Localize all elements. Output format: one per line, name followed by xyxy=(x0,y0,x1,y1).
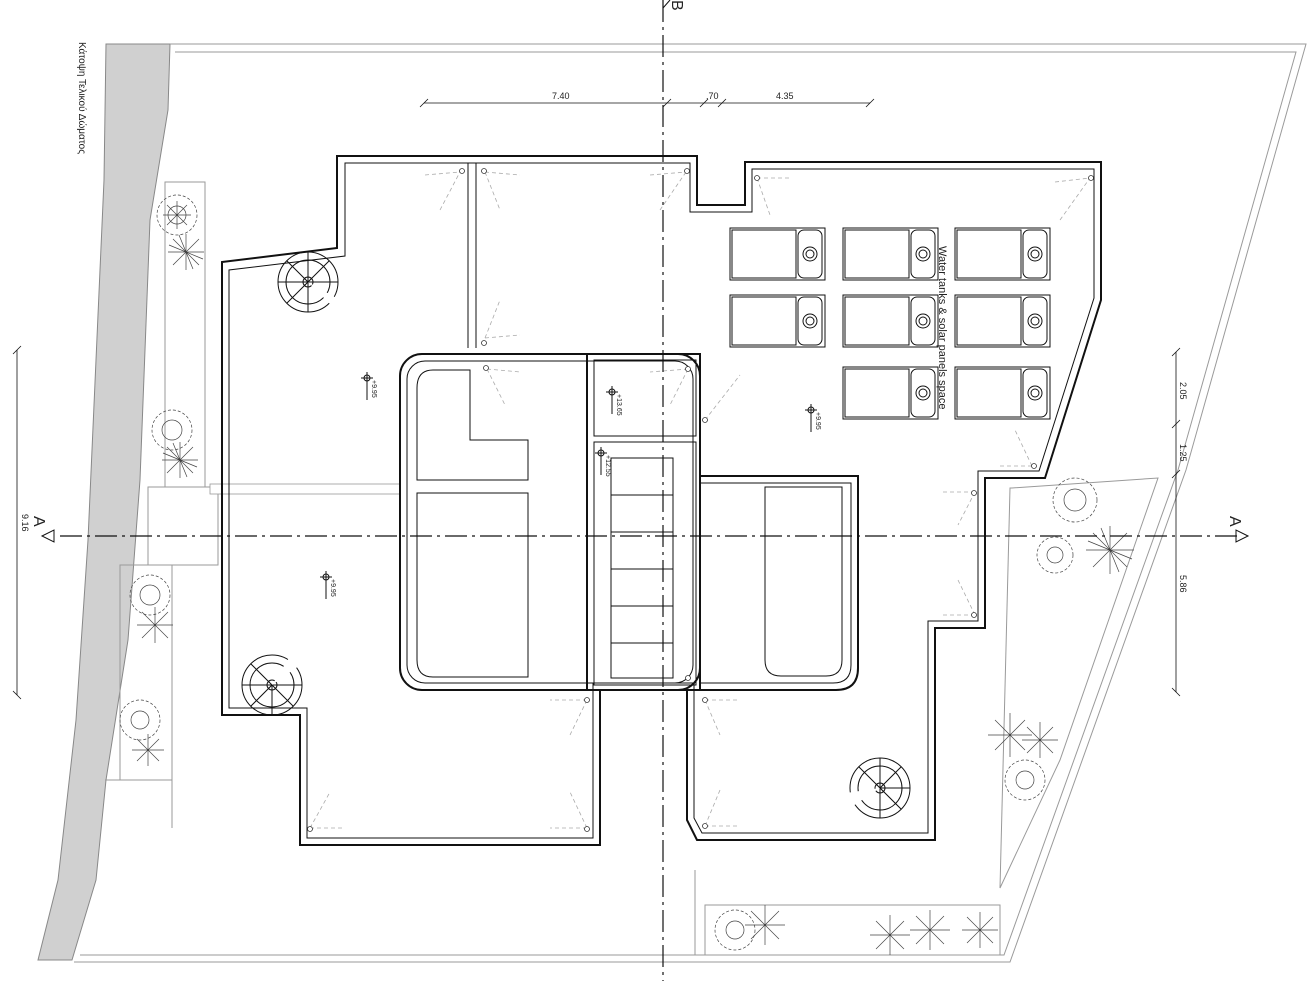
tree-symbol xyxy=(1036,536,1074,574)
tank-panel-unit xyxy=(954,227,1051,281)
tree-symbol xyxy=(162,442,198,478)
planting-strips xyxy=(105,181,1159,956)
top-dimension-1: 7.40 xyxy=(552,91,570,101)
tree-symbol xyxy=(137,607,173,643)
roof-slope-lines xyxy=(309,171,1091,829)
right-dimension-1: 2.05 xyxy=(1178,382,1188,400)
roof-outline xyxy=(221,155,1102,846)
spiral-stair xyxy=(846,757,911,819)
equipment-zone-label: Water tanks & solar panels space xyxy=(936,246,948,409)
dimension-lines xyxy=(12,98,1181,700)
street-label: Κάτοψη Τελικού Δώματος xyxy=(76,42,88,154)
tank-panel-unit xyxy=(954,366,1051,420)
tank-panel-unit xyxy=(729,294,826,348)
tree-symbol xyxy=(714,909,756,951)
section-mark-right: A xyxy=(1226,516,1243,527)
left-dimension: 9.16 xyxy=(20,514,30,532)
drain-points xyxy=(307,168,1094,832)
spiral-stair xyxy=(241,653,306,716)
tank-panel-unit xyxy=(842,366,939,420)
level-markers xyxy=(320,372,817,599)
level-roof-west: +9.95 xyxy=(370,380,377,398)
tank-panel-unit xyxy=(954,294,1051,348)
level-stair-core: +13.65 xyxy=(615,394,622,416)
tree-symbol xyxy=(870,915,910,955)
tank-panel-grid xyxy=(729,227,1051,420)
street-band xyxy=(37,43,171,961)
right-dimension-3: 5.86 xyxy=(1178,575,1188,593)
tree-symbol xyxy=(151,409,193,451)
tree-symbol xyxy=(168,234,204,270)
tree-symbol xyxy=(1022,722,1058,758)
section-mark-left: A xyxy=(30,516,47,527)
level-roof-east: +9.95 xyxy=(814,412,821,430)
tree-symbol xyxy=(1004,759,1046,801)
section-mark-top: B xyxy=(668,0,685,11)
tree-symbol xyxy=(129,574,171,616)
tree-symbol xyxy=(132,734,164,766)
central-block xyxy=(399,353,859,691)
spiral-stairs xyxy=(241,251,911,819)
tree-symbol xyxy=(1086,526,1134,574)
right-dimension-2: 1.25 xyxy=(1178,444,1188,462)
tree-symbol xyxy=(962,912,998,948)
tank-panel-unit xyxy=(729,227,826,281)
plot-boundary xyxy=(74,43,1307,963)
spiral-stair xyxy=(277,251,340,314)
tank-panel-unit xyxy=(842,294,939,348)
level-roof-southwest: +9.95 xyxy=(329,579,336,597)
tree-symbol xyxy=(119,699,161,741)
tank-panel-unit xyxy=(842,227,939,281)
tree-symbol xyxy=(988,713,1032,757)
tree-symbol xyxy=(910,910,950,950)
tree-symbol xyxy=(1052,477,1098,523)
tree-symbol xyxy=(745,905,785,945)
section-lines xyxy=(40,0,1250,981)
top-dimension-3: 4.35 xyxy=(776,91,794,101)
level-skylight: +12.55 xyxy=(604,455,611,477)
top-dimension-2: .70 xyxy=(706,91,719,101)
tree-symbol xyxy=(156,194,198,236)
trees xyxy=(119,194,1134,955)
